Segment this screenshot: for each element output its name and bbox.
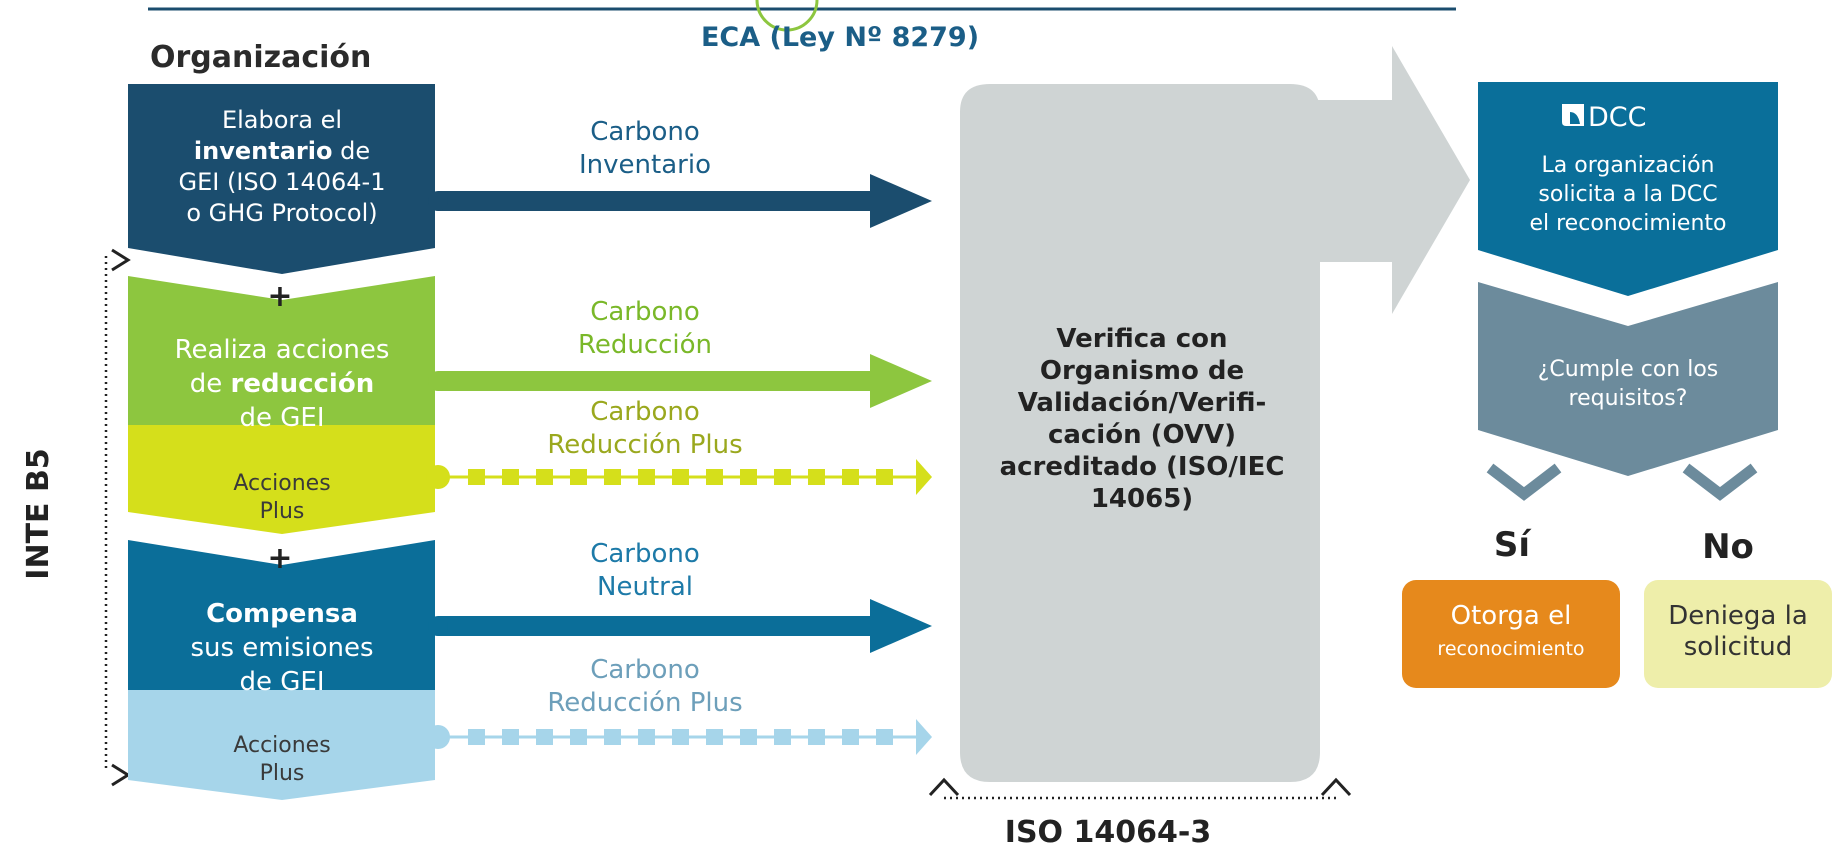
flow-label-neutral-line-2: Neutral (597, 572, 693, 602)
reduction-plus-step-label-line-2: Plus (260, 499, 305, 524)
verification-label-line-3: Validación/Verifi- (1018, 388, 1267, 418)
compensation-plus-step-shape (128, 690, 435, 800)
plus-sign-2: + (267, 541, 292, 576)
inventory-step-label-line-2: inventario de (194, 137, 370, 165)
compensation-plus-step-label-line-2: Plus (260, 761, 305, 786)
compensation-step-label-line-3: de GEI (239, 667, 324, 697)
verification-label-line-1: Verifica con (1056, 324, 1227, 354)
flow-label-neutral-plus-line-2: Reducción Plus (547, 688, 742, 718)
verification-label-line-2: Organismo de (1040, 356, 1244, 386)
flow-label-reduction-line-2: Reducción (578, 330, 712, 360)
question-shape (1478, 282, 1778, 476)
flow-label-neutral-line-1: Carbono (590, 539, 700, 569)
flow-label-inventory-line-2: Inventario (579, 150, 711, 180)
compensation-step-label-line-2: sus emisiones (190, 633, 373, 663)
iso-14064-3-label: ISO 14064-3 (1005, 815, 1211, 846)
flow-arrow-reduction-plus (426, 459, 932, 495)
verification-label-line-5: acreditado (ISO/IEC (1000, 452, 1285, 482)
yes-chevron-icon (1486, 463, 1562, 501)
dcc-request-label-line-2: solicita a la DCC (1538, 182, 1717, 207)
flow-label-inventory-line-1: Carbono (590, 117, 700, 147)
inventory-step-label-line-4: o GHG Protocol) (186, 199, 377, 227)
verification-label-line-6: 14065) (1091, 484, 1193, 514)
flow-arrow-neutral-plus (426, 719, 932, 755)
grant-recognition-label-line-2: reconocimiento (1437, 638, 1584, 660)
flow-labels: CarbonoInventarioCarbonoReducciónCarbono… (547, 117, 742, 718)
big-arrow-to-dcc (1318, 46, 1470, 314)
inventory-step-label-line-1: Elabora el (222, 106, 342, 134)
flow-arrow-neutral (428, 599, 932, 653)
reduction-step-label-line-3: de GEI (239, 403, 324, 433)
yes-label: Sí (1494, 525, 1532, 565)
compensation-step-shape (128, 540, 435, 690)
dcc-logo: DCC (1562, 102, 1647, 133)
verification-label-line-4: cación (OVV) (1048, 420, 1236, 450)
flow-label-neutral-plus-line-1: Carbono (590, 655, 700, 685)
reduction-step-label-line-1: Realiza acciones (175, 335, 390, 365)
deny-request-label-line-1: Deniega la (1668, 601, 1808, 631)
flow-label-reduction-line-1: Carbono (590, 297, 700, 327)
deny-request-label-line-2: solicitud (1684, 632, 1793, 662)
grant-recognition-box (1402, 580, 1620, 688)
dcc-logo-text: DCC (1588, 102, 1647, 133)
flow-arrow-reduction (428, 354, 932, 408)
inte-b5-label: INTE B5 (21, 448, 56, 579)
dcc-request-label-line-3: el reconocimiento (1529, 211, 1726, 236)
no-label: No (1702, 527, 1754, 567)
iso-14064-3-bracket (928, 777, 1352, 800)
reduction-step-label-line-2: de reducción (190, 369, 374, 399)
dcc-request-shape (1478, 82, 1778, 296)
inventory-step-shape (128, 84, 435, 274)
organization-heading: Organización (150, 40, 371, 75)
eca-title: ECA (Ley Nº 8279) (701, 22, 979, 53)
deny-request-box (1644, 580, 1832, 688)
reduction-plus-step-label-line-1: Acciones (233, 471, 330, 496)
reduction-step-shape (128, 276, 435, 425)
dcc-request-label-line-1: La organización (1542, 153, 1715, 178)
question-label-line-2: requisitos? (1569, 386, 1688, 411)
flow-arrows (426, 174, 932, 755)
compensation-step-label-line-1: Compensa (206, 599, 358, 629)
flow-label-reduction-plus-line-1: Carbono (590, 397, 700, 427)
inventory-step-label-line-3: GEI (ISO 14064-1 (179, 168, 386, 196)
grant-recognition-label-line-1: Otorga el (1451, 601, 1572, 631)
question-label-line-1: ¿Cumple con los (1538, 357, 1719, 382)
top-emblem-arc (755, 0, 819, 32)
step-labels: Elabora el inventario de GEI (ISO 14064-1 o… (175, 106, 390, 786)
verification-box (960, 84, 1320, 782)
flow-label-reduction-plus-line-2: Reducción Plus (547, 430, 742, 460)
inte-b5-bracket (104, 248, 131, 787)
compensation-plus-step-label-line-1: Acciones (233, 733, 330, 758)
plus-sign-1: + (267, 279, 292, 314)
flow-arrow-inventory (428, 174, 932, 228)
no-chevron-icon (1682, 463, 1758, 501)
reduction-plus-step-shape (128, 425, 435, 534)
